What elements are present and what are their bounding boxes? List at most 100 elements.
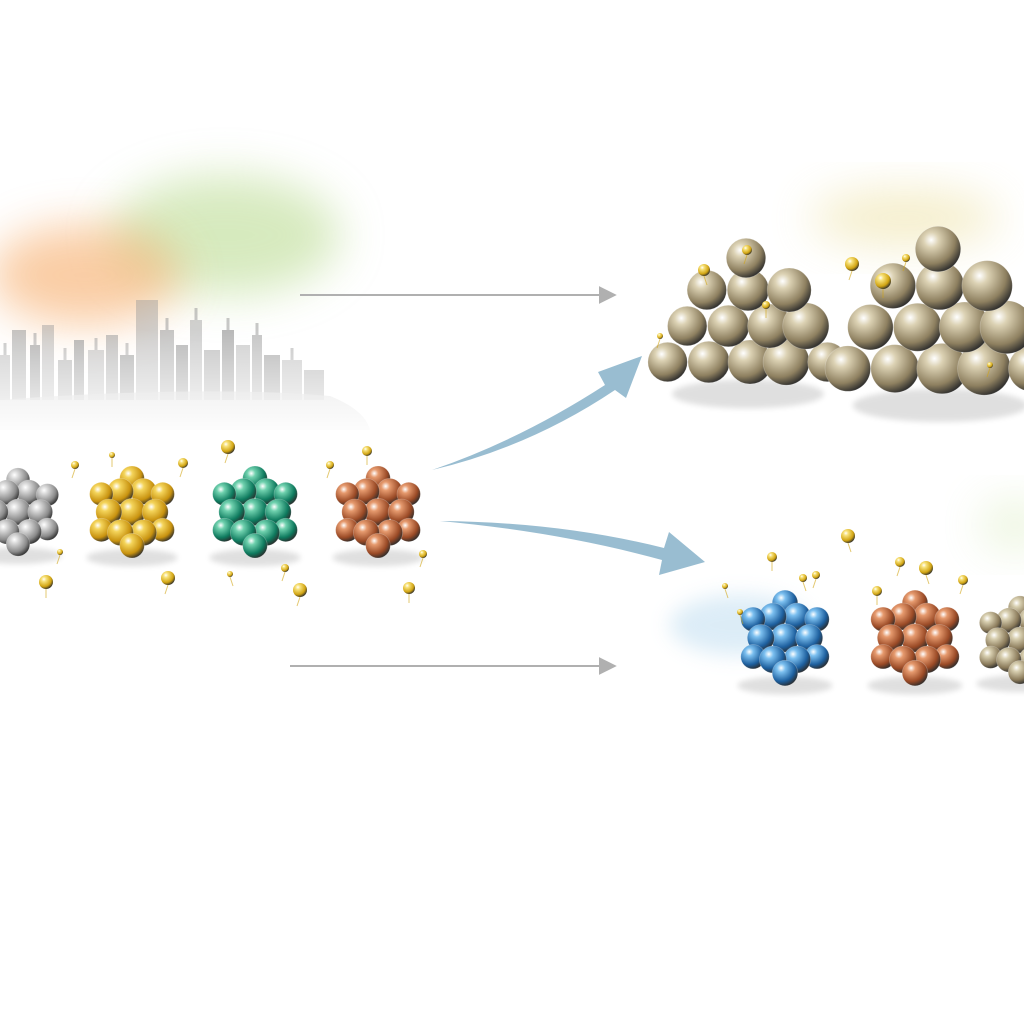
satellite-tether: [656, 338, 661, 349]
blue-nanoparticle-cluster: [737, 589, 833, 695]
nanoparticle-sphere: [647, 341, 688, 383]
green-nanoparticle-cluster: [209, 465, 301, 567]
satellite-particle: [57, 549, 63, 555]
satellite-particle: [762, 301, 770, 309]
nanoparticle-sphere: [119, 533, 145, 559]
nanoparticle-sphere: [0, 499, 9, 525]
satellite-tether: [925, 574, 930, 585]
nanoparticle-sphere: [707, 304, 750, 348]
satellite-tether: [959, 584, 964, 595]
nanoparticle-sphere: [1007, 660, 1024, 685]
satellite-tether: [419, 557, 424, 568]
satellite-particle: [767, 552, 777, 562]
nanoparticle-sphere: [870, 344, 920, 394]
copper-nanoparticle-cluster-right: [867, 589, 963, 695]
satellite-particle: [281, 564, 289, 572]
skyline-fade: [0, 330, 380, 440]
satellite-tether: [179, 467, 184, 478]
cluster-shadow: [852, 388, 1024, 422]
satellite-particle: [293, 583, 307, 597]
satellite-tether: [739, 614, 744, 625]
satellite-particle: [178, 458, 188, 468]
satellite-particle: [812, 571, 820, 579]
satellite-particle: [987, 362, 993, 368]
satellite-particle: [902, 254, 910, 262]
satellite-particle: [39, 575, 53, 589]
nanoparticle-sphere: [901, 659, 929, 687]
aggregated-bronze-pile-2: [824, 225, 1024, 422]
blue-arrow-down: [440, 521, 705, 575]
gray-nanoparticle-cluster: [0, 467, 62, 564]
nanoparticle-sphere: [914, 225, 962, 273]
satellite-particle: [419, 550, 427, 558]
satellite-particle: [845, 257, 859, 271]
orange-haze: [0, 225, 180, 325]
satellite-tether: [802, 581, 807, 592]
satellite-particle: [161, 571, 175, 585]
satellite-particle: [895, 557, 905, 567]
nanoparticle-sphere: [687, 340, 730, 384]
green-haze-right: [980, 500, 1024, 550]
satellite-particle: [742, 245, 752, 255]
yellow-haze: [810, 190, 1000, 246]
satellite-particles: [39, 245, 993, 625]
nanoparticle-sphere: [242, 533, 268, 559]
nanoparticle-sphere: [771, 659, 799, 687]
satellite-particle: [737, 609, 743, 615]
pollution-haze: [0, 175, 1024, 655]
satellite-particle: [872, 586, 882, 596]
nanoparticle-sphere: [0, 479, 20, 506]
satellite-particle: [221, 440, 235, 454]
satellite-tether: [229, 576, 234, 587]
satellite-particle: [919, 561, 933, 575]
satellite-particle: [326, 461, 334, 469]
skyline-spire: [194, 308, 198, 320]
gold-nanoparticle-cluster: [86, 465, 178, 567]
satellite-tether: [848, 270, 853, 281]
satellite-particle: [362, 446, 372, 456]
nanoparticle-clusters: [0, 225, 1024, 695]
satellite-tether: [71, 468, 76, 479]
satellite-tether: [847, 542, 852, 553]
satellite-tether: [224, 453, 229, 464]
satellite-particle: [958, 575, 968, 585]
satellite-tether: [986, 367, 991, 378]
skyline-spire: [255, 323, 259, 335]
satellite-particle: [227, 571, 233, 577]
satellite-tether: [703, 275, 708, 286]
nanoparticle-sphere: [961, 260, 1013, 312]
satellite-particle: [403, 582, 415, 594]
satellite-particle: [109, 452, 115, 458]
satellite-tether: [281, 571, 286, 582]
satellite-tether: [724, 588, 729, 599]
nanoparticle-sphere: [686, 269, 727, 311]
satellite-particle: [841, 529, 855, 543]
satellite-particle: [799, 574, 807, 582]
nanoparticle-sphere: [365, 533, 391, 559]
nanoparticle-sphere: [893, 302, 942, 352]
nanoparticle-sphere: [824, 345, 871, 392]
copper-nanoparticle-cluster: [332, 465, 424, 567]
nanoparticle-sphere: [667, 305, 708, 347]
cluster-shadow: [672, 379, 824, 409]
satellite-tether: [296, 596, 301, 607]
satellite-particle: [71, 461, 79, 469]
nanoparticle-sphere: [847, 304, 894, 351]
satellite-tether: [896, 566, 901, 577]
mixed-nanoparticle-cluster-partial: [976, 595, 1024, 692]
aggregated-bronze-pile-1: [647, 237, 848, 409]
satellite-tether: [812, 578, 817, 589]
skyline-spire: [226, 318, 230, 330]
satellite-tether: [902, 261, 907, 272]
nanoparticle-sphere: [1008, 346, 1024, 391]
satellite-particle: [875, 273, 891, 289]
skyline-spire: [165, 318, 169, 330]
satellite-tether: [743, 254, 748, 265]
nanoparticle-sphere: [766, 267, 812, 313]
nanoparticle-sphere: [5, 532, 31, 557]
blue-arrow-up: [432, 356, 642, 470]
satellite-particle: [698, 264, 710, 276]
satellite-tether: [164, 584, 169, 595]
